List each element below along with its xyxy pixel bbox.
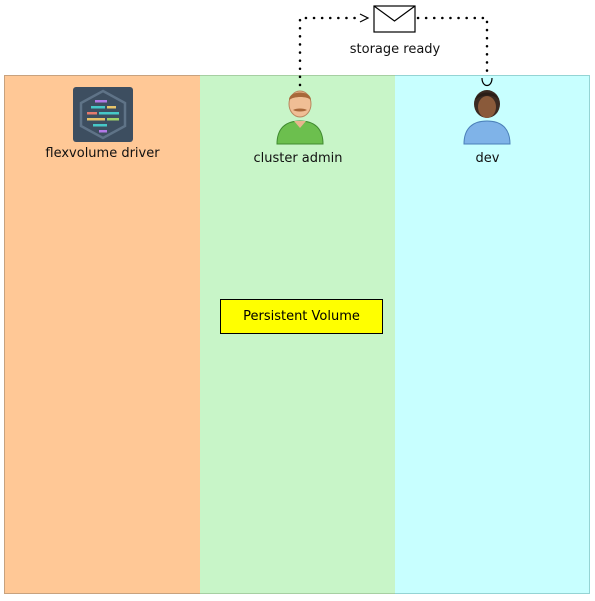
lane-flexvolume-driver bbox=[4, 75, 201, 594]
lane-cluster-admin bbox=[200, 75, 396, 594]
envelope-icon bbox=[373, 5, 416, 33]
persistent-volume-label: Persistent Volume bbox=[243, 309, 360, 324]
persistent-volume-box: Persistent Volume bbox=[220, 299, 383, 334]
message-label: storage ready bbox=[349, 42, 441, 57]
cluster-admin-label: cluster admin bbox=[253, 151, 343, 166]
dev-label: dev bbox=[475, 151, 500, 166]
dev-person-icon bbox=[463, 90, 511, 145]
lane-dev bbox=[395, 75, 590, 594]
cluster-admin-person-icon bbox=[276, 90, 324, 145]
arrowhead-dev bbox=[481, 77, 493, 87]
code-hexagon-icon bbox=[73, 87, 133, 142]
connector-admin-to-envelope bbox=[298, 16, 360, 87]
flexvolume-driver-label: flexvolume driver bbox=[45, 146, 160, 161]
arrowhead-envelope bbox=[359, 13, 370, 23]
